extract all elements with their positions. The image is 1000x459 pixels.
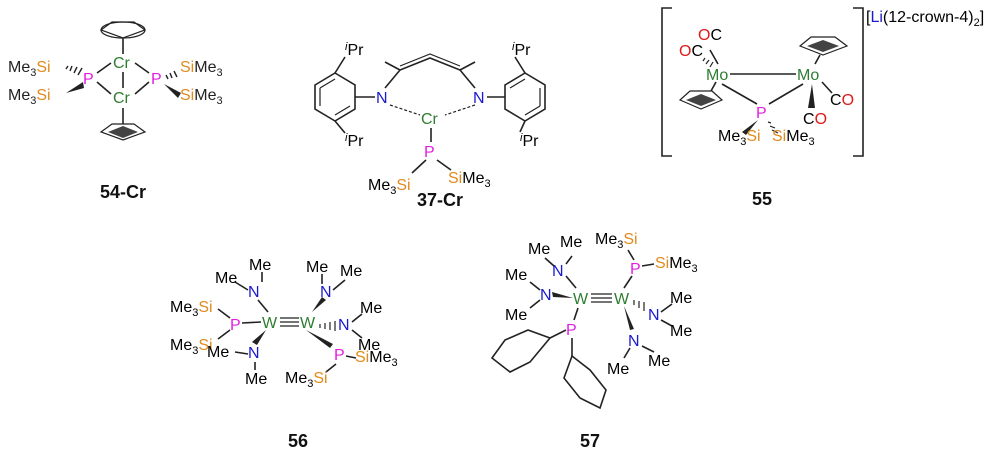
me-56-r-2: Me (358, 337, 380, 354)
me-57-r-1: Me (670, 290, 692, 307)
ipr-top-left: iPr (345, 41, 364, 59)
n-57-right: N (648, 307, 660, 324)
sime3-56: SiMe3 (355, 349, 398, 369)
caption-56: 56 (288, 431, 308, 451)
cr-atom: Cr (421, 111, 439, 128)
me-56-bl-1: Me (207, 344, 229, 361)
cp-ring-top (100, 21, 146, 39)
p-atom-right: P (151, 71, 162, 88)
n-57-bottom: N (628, 333, 640, 350)
aryl-ring-left (314, 72, 356, 122)
n-57-mid: N (540, 287, 552, 304)
structure-37-cr: iPr iPr iPr iPr N N Cr P Me3Si SiMe3 37-… (314, 41, 546, 210)
me-57-m-2: Me (505, 307, 527, 324)
sime3-57: SiMe3 (655, 255, 698, 275)
p-56-right: P (334, 347, 345, 364)
me3si-55: Me3Si (718, 128, 761, 148)
me-57-r-2: Me (670, 323, 692, 340)
me3si-37cr: Me3Si (368, 177, 411, 197)
oc-ligand-1: OC (679, 43, 703, 60)
me-56-bl-2: Me (245, 371, 267, 388)
p-atom-55: P (756, 105, 767, 122)
p-57-right: P (630, 261, 641, 278)
caption-37-cr: 37-Cr (417, 190, 463, 210)
sime3-37cr: SiMe3 (448, 170, 491, 190)
structure-55: [Li(12-crown-4)2] OC OC Mo Mo P Me3Si Si… (661, 7, 984, 209)
me-56-tl-2: Me (215, 270, 237, 287)
co-ligand-1: CO (803, 111, 827, 128)
p-57-left: P (566, 322, 577, 339)
n-56-bottom-left: N (248, 345, 260, 362)
sime3-lower-right: SiMe3 (180, 87, 223, 107)
caption-57: 57 (580, 431, 600, 451)
me-56-tr-1: Me (306, 259, 328, 276)
counter-ion: [Li(12-crown-4)2] (866, 9, 984, 29)
n-56-right: N (338, 317, 350, 334)
caption-55: 55 (752, 189, 772, 209)
n-atom-left: N (376, 90, 388, 107)
me3si-57: Me3Si (595, 231, 638, 251)
cyclohexyl-1 (490, 329, 552, 373)
me-57-t-1: Me (528, 241, 550, 258)
cp-ring-55-left (678, 90, 724, 110)
me3si-56-2: Me3Si (170, 337, 213, 357)
ipr-top-right: iPr (512, 41, 531, 59)
me-57-m-1: Me (505, 267, 527, 284)
p-atom-left: P (83, 71, 94, 88)
w-atom-57-right: W (614, 291, 630, 308)
me-57-b-2: Me (648, 353, 670, 370)
n-56-top-left: N (248, 284, 260, 301)
me3si-lower-left: Me3Si (8, 87, 51, 107)
cp-ring-bottom (99, 123, 147, 141)
sime3-55: SiMe3 (772, 128, 815, 148)
sime3-upper-right: SiMe3 (180, 59, 223, 79)
me3si-56-3: Me3Si (285, 370, 328, 390)
mo-atom-left: Mo (706, 67, 728, 84)
ipr-bottom-left: iPr (345, 132, 364, 150)
structure-57: W W N Me Me N Me Me P P Me3Si SiMe3 (490, 231, 698, 451)
cp-ring-55-right (798, 36, 849, 56)
w-atom-57-left: W (573, 291, 589, 308)
cyclohexyl-2 (563, 354, 607, 410)
co-ligand-2: CO (830, 92, 854, 109)
me-56-r-1: Me (360, 300, 382, 317)
w-atom-left: W (262, 315, 278, 332)
mo-atom-right: Mo (797, 67, 819, 84)
cp-ring-top-outline (99, 21, 147, 39)
n-57-top: N (552, 263, 564, 280)
me-57-b-1: Me (607, 361, 629, 378)
me-56-tr-2: Me (340, 263, 362, 280)
structure-54-cr: Cr Cr P P Me3Si Me3Si SiMe3 SiMe3 54-Cr (8, 21, 223, 202)
p-atom: P (424, 144, 435, 161)
n-atom-right: N (473, 90, 485, 107)
cr-atom-bottom: Cr (113, 90, 131, 107)
structure-56: W W N Me Me P Me3Si Me3Si N Me Me N Me M… (170, 257, 398, 451)
oc-ligand-2: OC (698, 27, 722, 44)
caption-54-cr: 54-Cr (100, 182, 146, 202)
ipr-bottom-right: iPr (520, 132, 539, 150)
cr-atom-top: Cr (113, 55, 131, 72)
me-56-tl-1: Me (249, 257, 271, 274)
w-atom-right: W (300, 315, 316, 332)
n-56-top-right: N (320, 284, 332, 301)
p-56-left: P (230, 317, 241, 334)
me3si-56-1: Me3Si (170, 299, 213, 319)
me-57-t-2: Me (560, 234, 582, 251)
me3si-upper-left: Me3Si (8, 59, 51, 79)
aryl-ring-right (504, 72, 546, 122)
